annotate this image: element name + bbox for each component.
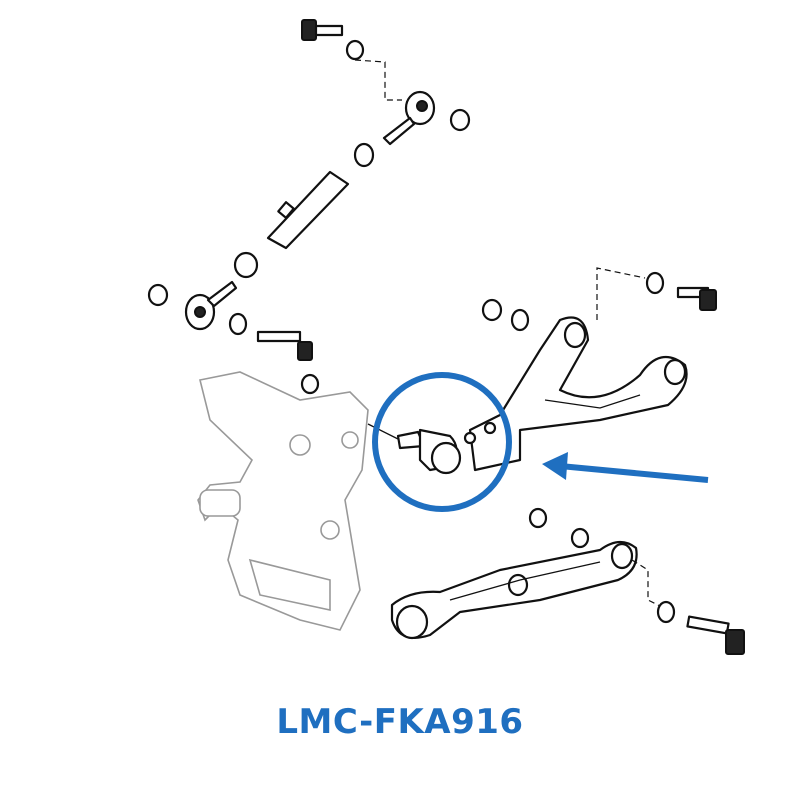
- adjuster-rod: [233, 170, 350, 279]
- part-code-label: LMC-FKA916: [276, 702, 524, 742]
- upper-rod-end: [353, 90, 471, 168]
- highlight-circle: [372, 372, 512, 512]
- lower-rod-end: [147, 280, 401, 441]
- ball-joint: [396, 421, 497, 475]
- hub-carrier: [197, 371, 369, 631]
- top-bolt: [301, 19, 402, 101]
- upper-control-arm: [468, 267, 717, 472]
- lower-control-arm: [390, 507, 745, 655]
- pointer-arrow: [542, 452, 709, 483]
